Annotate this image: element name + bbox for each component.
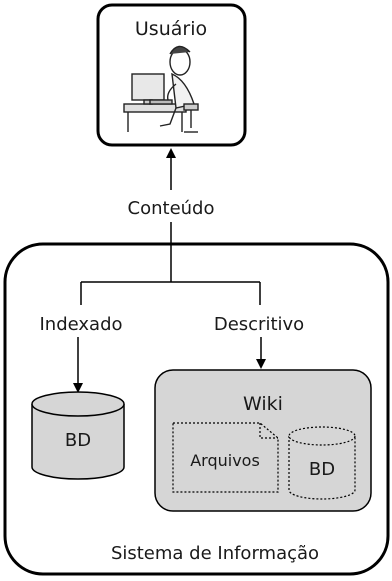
user-box-title: Usuário: [135, 18, 207, 40]
indexado-label: Indexado: [39, 314, 122, 335]
person-at-computer-icon: [123, 45, 199, 133]
wiki-database-label: BD: [309, 459, 335, 480]
user-box: Usuário: [96, 3, 247, 147]
descritivo-label: Descritivo: [214, 314, 304, 335]
wiki-title: Wiki: [243, 393, 283, 415]
system-box-frame: [3, 242, 390, 576]
indexed-database: BD: [31, 391, 125, 480]
flow-label: Conteúdo: [128, 198, 215, 219]
files-document: Arquivos: [172, 422, 279, 493]
system-box-title: Sistema de Informação: [111, 543, 319, 564]
system-box: Indexado BD Descritivo Wiki Arquivos: [3, 242, 390, 576]
indexed-database-label: BD: [65, 430, 91, 451]
wiki-database: BD: [288, 426, 356, 500]
files-label: Arquivos: [190, 451, 260, 470]
wiki-box: Wiki Arquivos BD: [154, 369, 372, 512]
